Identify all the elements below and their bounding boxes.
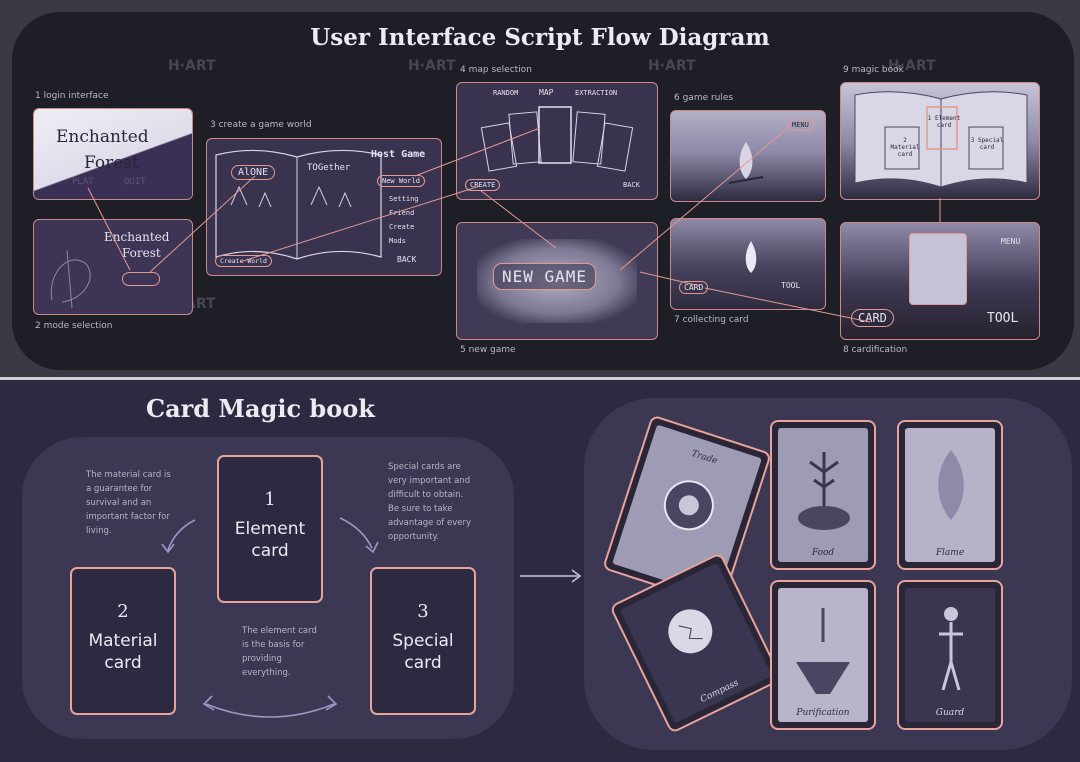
compass-tarot-card: Compass — [609, 552, 783, 734]
watermark: H·ART — [648, 58, 696, 74]
cardification-thumb: CARD TOOL MENU — [840, 222, 1040, 340]
mode-title-line2: Forest — [122, 246, 161, 260]
extraction-tab[interactable]: EXTRACTION — [575, 89, 618, 97]
mode-screen-thumb: Enchanted Forest — [33, 219, 193, 315]
magic-book-thumb: 2 Material card 1 Element card 3 Special… — [840, 82, 1040, 200]
tool-button[interactable]: TOOL — [987, 311, 1019, 326]
mode-option-pill[interactable] — [122, 272, 160, 286]
random-tab[interactable]: RANDOM — [493, 89, 519, 97]
step-caption: 4 map selection — [460, 65, 532, 75]
rules-menu-button[interactable]: MENU — [787, 119, 814, 131]
menu-create[interactable]: Create — [389, 223, 415, 231]
coin-icon — [663, 480, 714, 531]
step-caption: 1 login interface — [35, 91, 109, 101]
card-label-line2: card — [404, 653, 442, 673]
card-button[interactable]: CARD — [679, 281, 709, 294]
flow-title: User Interface Script Flow Diagram — [310, 24, 770, 51]
create-map-button[interactable]: CREATE — [465, 179, 501, 191]
campfire-icon — [728, 142, 764, 184]
tool-button[interactable]: TOOL — [781, 281, 801, 290]
card-label-line1: Element — [234, 519, 306, 539]
menu-setting[interactable]: Setting — [389, 195, 419, 203]
new-game-button[interactable]: NEW GAME — [493, 263, 597, 290]
map-back-button[interactable]: BACK — [623, 181, 640, 189]
floating-island-icon — [796, 608, 850, 694]
sketch-figure-icon — [50, 249, 91, 309]
material-card: 2 Material card — [70, 567, 176, 715]
watermark: H·ART — [888, 58, 936, 74]
element-note: The element card is the basis for provid… — [242, 626, 317, 678]
flow-connectors — [87, 125, 941, 323]
watermark: H·ART — [408, 58, 456, 74]
collecting-card-thumb: CARD TOOL — [670, 218, 826, 310]
step-caption: 3 create a game world — [210, 120, 312, 130]
tarot-name: Purification — [796, 708, 850, 718]
tree-icon — [798, 452, 850, 530]
food-tarot-card: Food — [770, 420, 876, 570]
compass-icon — [668, 609, 713, 654]
host-game-title: Host Game — [371, 149, 426, 160]
section-divider — [0, 377, 1080, 380]
card-label-line1: Material — [88, 631, 158, 651]
book-title: Card Magic book — [146, 394, 375, 423]
menu-button[interactable]: MENU — [1001, 237, 1021, 246]
login-screen-thumb: Enchanted Forest PLAT QUIT — [33, 108, 193, 200]
card-number: 1 — [264, 489, 276, 510]
material-note: The material card is a guarantee for sur… — [86, 470, 171, 536]
map-tab[interactable]: MAP — [539, 88, 554, 97]
tarot-name: Food — [811, 548, 835, 558]
menu-friend[interactable]: Friend — [389, 209, 415, 217]
back-button[interactable]: BACK — [397, 255, 417, 264]
new-world-button[interactable]: New World — [377, 175, 425, 187]
card-label-line2: card — [104, 653, 142, 673]
card-number: 3 — [417, 601, 429, 622]
login-title-line1: Enchanted — [56, 127, 149, 147]
menu-mods[interactable]: Mods — [389, 237, 406, 245]
step-caption: 8 cardification — [843, 345, 908, 355]
tarot-name: Flame — [935, 548, 965, 558]
game-rules-thumb: MENU — [670, 110, 826, 202]
special-note: Special cards are very important and dif… — [388, 462, 472, 542]
step-caption: 9 magic book — [843, 65, 904, 75]
card-label-line1: Special — [392, 631, 454, 651]
step-caption: 2 mode selection — [35, 321, 113, 331]
book-element-label: 1 Element card — [927, 115, 961, 129]
step-caption: 5 new game — [460, 345, 516, 355]
login-title-line2: Forest — [84, 153, 139, 173]
campfire-icon — [745, 241, 757, 273]
card-label-line2: card — [251, 541, 289, 561]
flame-tarot-card: Flame — [897, 420, 1003, 570]
cycle-arrows — [161, 517, 582, 718]
open-book-icon — [215, 149, 382, 260]
together-button[interactable]: TOGether — [307, 163, 351, 173]
quit-button[interactable]: QUIT — [124, 177, 146, 187]
card-number: 2 — [117, 601, 129, 622]
purification-tarot-card: Purification — [770, 580, 876, 730]
guardian-figure-icon — [939, 607, 963, 691]
tarot-name: Guard — [935, 708, 965, 718]
play-button[interactable]: PLAT — [72, 177, 94, 187]
step-caption: 6 game rules — [674, 93, 734, 103]
new-game-thumb: NEW GAME — [456, 222, 658, 340]
step-caption: 7 collecting card — [674, 315, 749, 325]
card-preview — [909, 233, 967, 305]
open-book-icon — [854, 91, 1028, 188]
guard-tarot-card: Guard — [897, 580, 1003, 730]
special-card: 3 Special card — [370, 567, 476, 715]
watermark: H·ART — [168, 58, 216, 74]
book-special-label: 3 Special card — [970, 137, 1004, 151]
flame-icon — [938, 450, 964, 520]
trade-tarot-card: Trade — [602, 414, 772, 608]
mode-title-line1: Enchanted — [104, 230, 170, 244]
alone-button[interactable]: AlONE — [231, 165, 276, 180]
element-card: 1 Element card — [217, 455, 323, 603]
book-material-label: 2 Material card — [890, 137, 920, 158]
map-selection-thumb: RANDOM MAP EXTRACTION CREATE BACK — [456, 82, 658, 200]
